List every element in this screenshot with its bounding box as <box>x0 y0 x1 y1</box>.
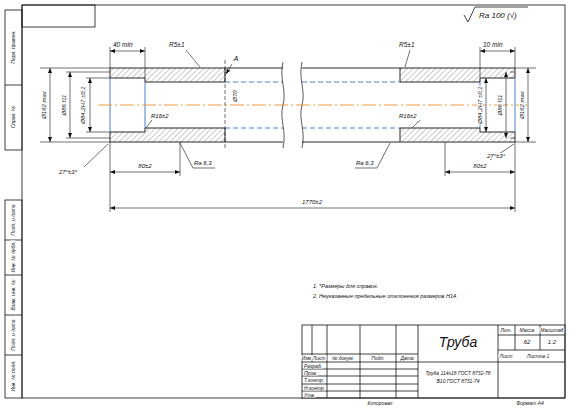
title-block-cell: Копировал <box>367 401 394 406</box>
margin-field: Перв. примен. <box>11 29 16 64</box>
title-block-cell: 1:2 <box>547 339 557 345</box>
dimension-label: 80±2 <box>472 163 487 169</box>
margin-field: Взам. инв. № <box>11 279 16 312</box>
margin-field: Подп. и дата <box>11 203 16 236</box>
dimension-label: R5±1 <box>398 42 416 49</box>
dimension-label: Ø86 f11 <box>61 94 67 117</box>
dimension-label: 10 min <box>482 42 504 49</box>
dimension-label: Ra 100 (√) <box>478 12 518 20</box>
title-block-cell: 62 <box>523 339 532 345</box>
title-block-cell: Масштаб <box>539 328 564 333</box>
dimension-label: R5±1 <box>168 42 186 49</box>
title-block-cell: Разраб. <box>303 364 323 369</box>
dimension-label: Ø70 <box>232 89 238 102</box>
title-block-cell: Масса <box>519 328 536 333</box>
dimension-label: Ra 6,3 <box>355 160 375 166</box>
title-block-cell: Т.контр. <box>303 378 325 383</box>
dimension-label: Ø86 f11 <box>497 94 503 117</box>
title-text: Труба <box>438 335 478 349</box>
title-block-cell: Н.контр. <box>303 386 326 391</box>
dimension-label: Ø84,2H7 ±0,1 <box>80 85 86 124</box>
title-block-cell: Дата <box>399 356 414 361</box>
margin-field: Справ. № <box>11 105 16 130</box>
dimension-label: 40 min <box>112 42 134 49</box>
margin-field: Подп. и дата <box>11 318 16 351</box>
title-block-cell: Листов 1 <box>526 354 550 359</box>
dimension-label: 27°±3° <box>486 153 506 159</box>
title-block-cell: Утв. <box>303 393 316 398</box>
title-block-cell: Пров. <box>303 371 318 376</box>
dimension-label: Ra 6,3 <box>193 160 213 166</box>
title-block-cell: В10 ГОСТ 8731-74 <box>436 379 481 384</box>
note-text: 2. Неуказанные предельные отклонения раз… <box>312 294 459 300</box>
dimension-label: 1770±2 <box>301 199 323 205</box>
margin-field: Инв. № подл. <box>11 359 16 392</box>
title-block-cell: Лист <box>312 356 327 361</box>
dimension-label: R16±2 <box>398 113 418 119</box>
margin-field: Инв. № дубл. <box>11 241 16 274</box>
dimension-label: Ø162 max <box>41 90 47 120</box>
dimension-label: 27°±3° <box>58 169 78 175</box>
dimension-label: Ø162 max <box>519 90 525 120</box>
title-block-cell: Подп. <box>370 356 385 361</box>
title-block-cell: Лит. <box>499 328 513 333</box>
dimension-label: 80±2 <box>137 163 152 169</box>
title-block-cell: Лист <box>499 354 514 359</box>
title-block-cell: Труба 114х18 ГОСТ 8732-78 <box>424 371 491 376</box>
note-text: 1. *Размеры для справок. <box>312 284 379 290</box>
dimension-label: R16±2 <box>150 113 170 119</box>
title-block-cell: Формат A4 <box>515 401 544 406</box>
dimension-label: A <box>233 55 240 62</box>
title-block-cell: № докум. <box>331 356 355 361</box>
dimension-label: Ø84,2H7 ±0,1 <box>477 85 483 124</box>
